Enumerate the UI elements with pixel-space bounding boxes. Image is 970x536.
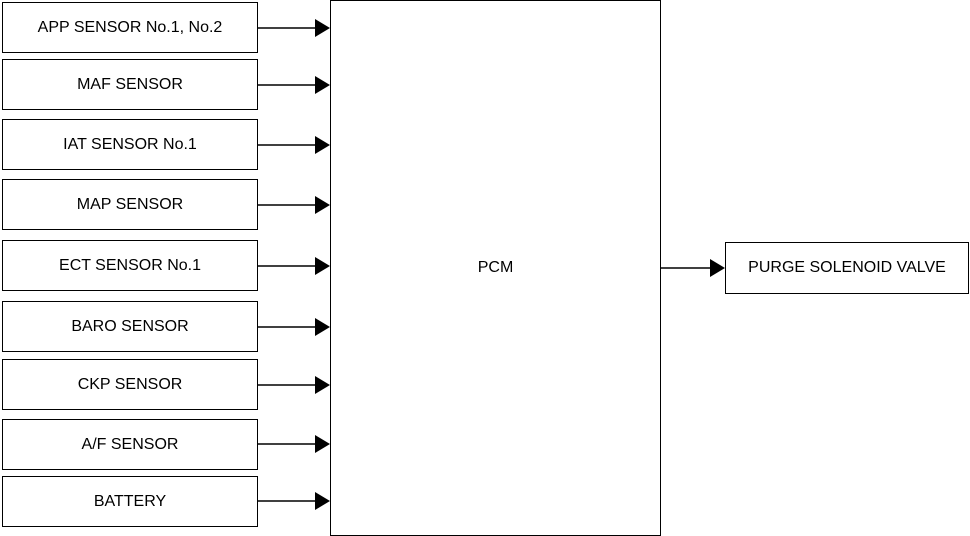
pcm-label: PCM <box>477 259 514 276</box>
arrow-baro-sensor-to-pcm <box>258 318 330 336</box>
input-box-af-sensor: A/F SENSOR <box>2 419 258 470</box>
input-box-map-sensor: MAP SENSOR <box>2 179 258 230</box>
arrow-map-sensor-to-pcm <box>258 196 330 214</box>
arrow-ect-sensor-to-pcm <box>258 257 330 275</box>
input-label: CKP SENSOR <box>77 375 183 393</box>
arrow-ckp-sensor-to-pcm <box>258 376 330 394</box>
output-box-purge-solenoid-valve: PURGE SOLENOID VALVE <box>725 242 969 294</box>
output-label: PURGE SOLENOID VALVE <box>748 259 946 276</box>
arrow-maf-sensor-to-pcm <box>258 76 330 94</box>
input-box-battery: BATTERY <box>2 476 258 527</box>
input-box-ckp-sensor: CKP SENSOR <box>2 359 258 410</box>
input-label: BATTERY <box>93 492 167 510</box>
pcm-block: PCM <box>330 0 661 536</box>
input-box-iat-sensor: IAT SENSOR No.1 <box>2 119 258 170</box>
input-box-maf-sensor: MAF SENSOR <box>2 59 258 110</box>
arrow-app-sensor-to-pcm <box>258 19 330 37</box>
input-label: MAF SENSOR <box>77 75 183 93</box>
input-label: A/F SENSOR <box>81 435 179 453</box>
input-box-ect-sensor: ECT SENSOR No.1 <box>2 240 258 291</box>
input-label: MAP SENSOR <box>76 195 184 213</box>
arrow-iat-sensor-to-pcm <box>258 136 330 154</box>
input-label: APP SENSOR No.1, No.2 <box>37 18 223 36</box>
arrow-pcm-to-purge-solenoid-valve <box>661 259 725 277</box>
arrow-af-sensor-to-pcm <box>258 435 330 453</box>
arrow-battery-to-pcm <box>258 492 330 510</box>
input-box-baro-sensor: BARO SENSOR <box>2 301 258 352</box>
input-label: IAT SENSOR No.1 <box>63 135 197 153</box>
input-box-app-sensor: APP SENSOR No.1, No.2 <box>2 2 258 53</box>
input-label: BARO SENSOR <box>71 317 189 335</box>
input-label: ECT SENSOR No.1 <box>59 256 201 274</box>
